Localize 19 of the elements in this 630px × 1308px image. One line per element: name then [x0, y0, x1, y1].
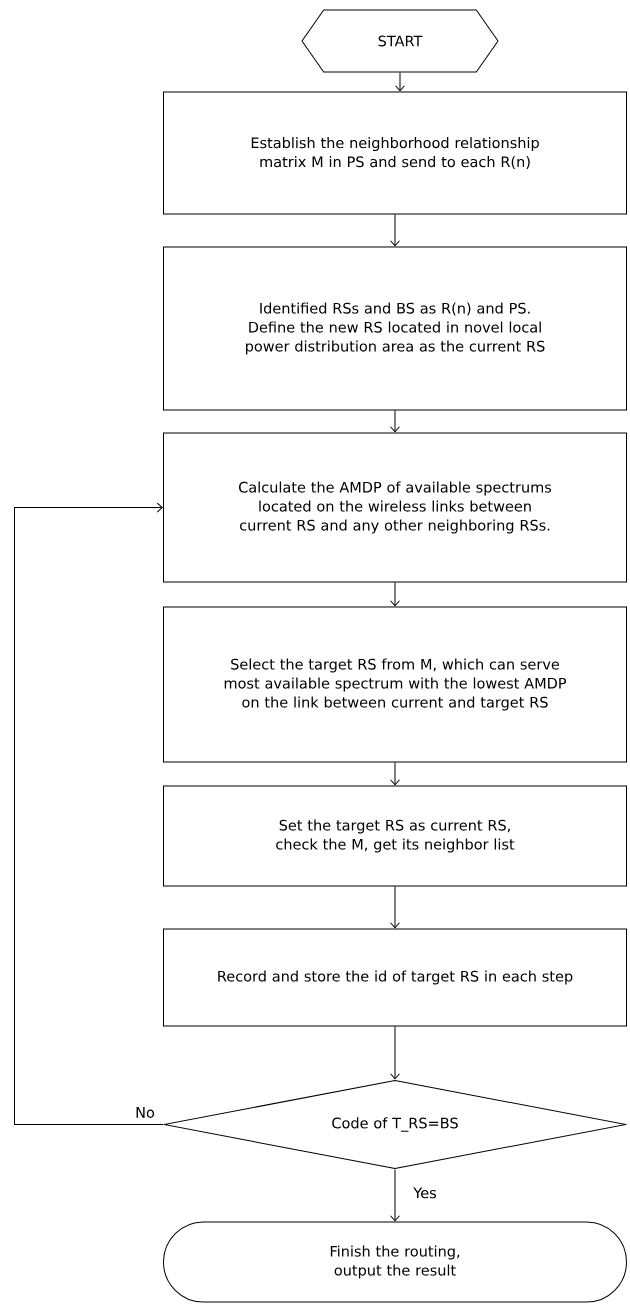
process-box: Select the target RS from M, which can serve most available spectrum with the lowest AMDP on the link between current and target RS [163, 606, 627, 763]
arrow [390, 214, 400, 247]
process-box: Calculate the AMDP of available spectrums located on the wireless links between current RS and any other neighboring RSs. [163, 432, 627, 583]
arrow [390, 1169, 400, 1222]
process-box: Set the target RS as current RS, check the M, get its neighbor list [163, 785, 627, 887]
edge-label: Yes [413, 1187, 436, 1199]
arrow [390, 886, 400, 929]
arrow [390, 582, 400, 607]
arrow [390, 1026, 400, 1080]
arrow [390, 410, 400, 433]
arrow [390, 762, 400, 786]
process-box: Record and store the id of target RS in each step [163, 928, 627, 1027]
process-box: Establish the neighborhood relationship matrix M in PS and send to each R(n) [163, 91, 627, 215]
arrow [395, 72, 405, 92]
arrow [14, 502, 164, 1125]
end-terminal: Finish the routing, output the result [163, 1221, 627, 1303]
edge-label: No [136, 1107, 155, 1118]
start-hexagon: START [301, 9, 499, 73]
process-box: Identified RSs and BS as R(n) and PS. Define the new RS located in novel local power distribution area as the current RS [163, 246, 627, 411]
